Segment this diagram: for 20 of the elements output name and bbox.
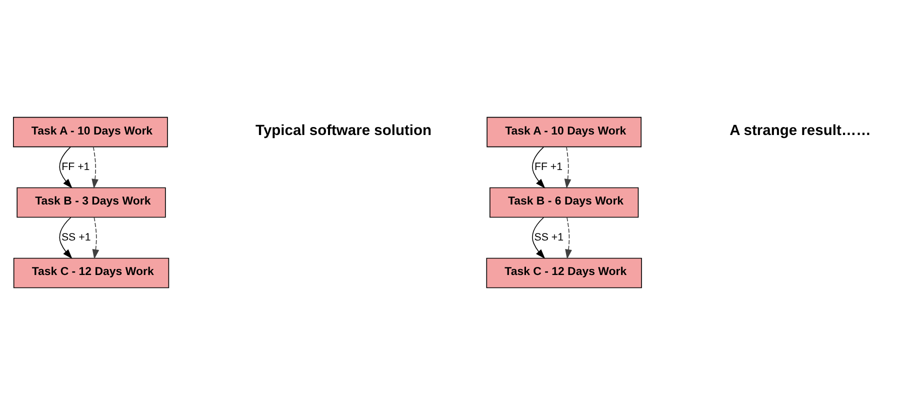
node-box: Task C - 12 Days Work <box>13 257 170 288</box>
arrow <box>532 146 546 188</box>
node-box: Task C - 12 Days Work <box>486 257 642 288</box>
edge-label: FF +1 <box>534 160 563 173</box>
arrow <box>564 146 572 188</box>
arrow <box>59 216 72 258</box>
arrow <box>92 216 100 259</box>
node-box: Task B - 3 Days Work <box>16 186 166 218</box>
node-box: Task A - 10 Days Work <box>13 116 168 147</box>
node-box: Task B - 6 Days Work <box>490 186 639 218</box>
edge-label: SS +1 <box>534 231 564 244</box>
arrow <box>532 216 546 258</box>
arrow <box>92 146 98 188</box>
edge-label: SS +1 <box>61 231 91 244</box>
label: A strange result…… <box>730 122 871 138</box>
node-box: Task A - 10 Days Work <box>486 116 642 147</box>
edge-label: FF +1 <box>62 160 90 173</box>
label: Typical software solution <box>256 122 432 138</box>
arrow <box>565 216 572 259</box>
arrow <box>59 146 72 188</box>
